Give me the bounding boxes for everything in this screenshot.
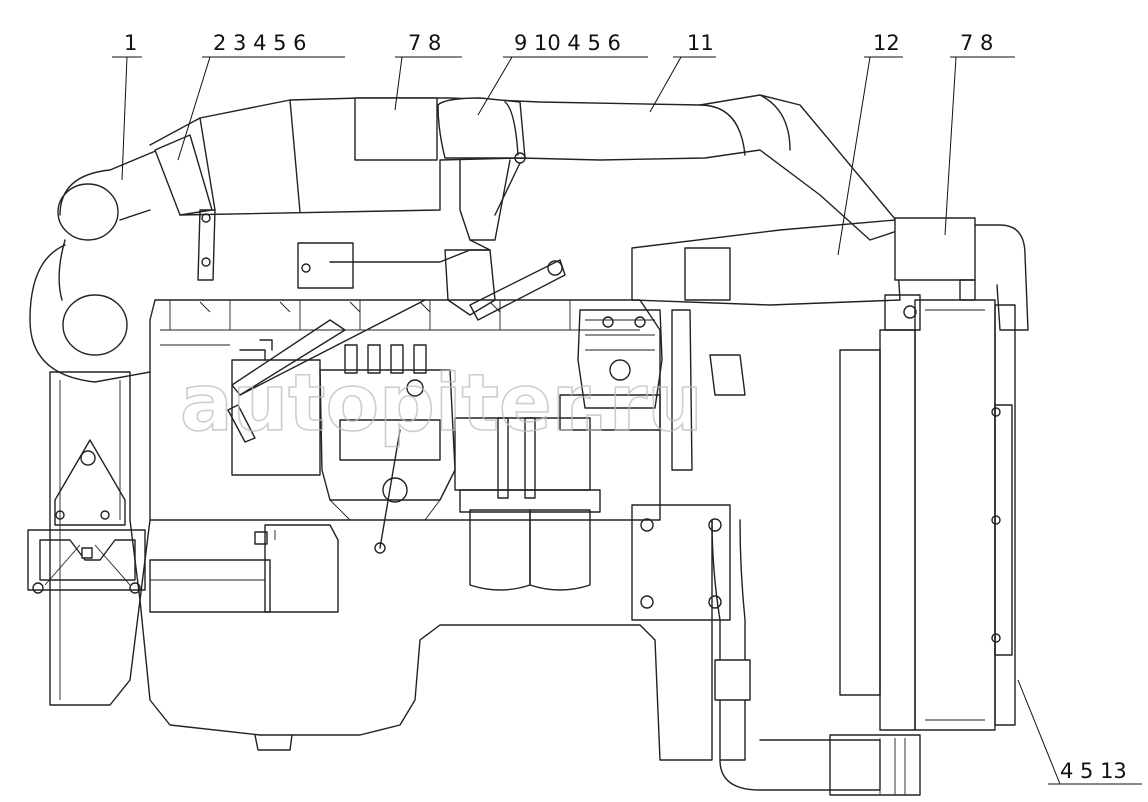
- injection-pump: [319, 344, 456, 554]
- callouts: 1 2 3 4 5 6 7 8 9 10 4 5 6 11 12 7 8 4 5…: [112, 31, 1142, 785]
- callout-11: 11: [687, 31, 714, 55]
- air-compressor: [559, 309, 663, 431]
- callout-7-8-right: 7 8: [960, 31, 993, 55]
- fuel-filters: [454, 417, 601, 591]
- radiator: [839, 279, 1016, 731]
- callout-1: 1: [124, 31, 137, 55]
- coolant-hose: [711, 519, 921, 796]
- watermark-text: autopiter.ru: [180, 359, 703, 449]
- callout-12: 12: [873, 31, 900, 55]
- air-intake-pipe: [149, 94, 901, 241]
- alternator-bracket: [631, 309, 746, 621]
- throttle-linkage: [239, 152, 566, 396]
- engine-mount: [27, 439, 146, 594]
- charge-air-pipe: [631, 217, 1029, 331]
- turbo-intake-loop: [29, 144, 171, 383]
- callout-7-8-top: 7 8: [408, 31, 441, 55]
- timing-housing: [49, 371, 141, 706]
- starter-motor: [149, 524, 339, 613]
- callout-4-5-13: 4 5 13: [1060, 759, 1127, 783]
- oil-filter-left: [227, 319, 346, 476]
- callout-2-3-4-5-6: 2 3 4 5 6: [213, 31, 307, 55]
- callout-9-10-4-5-6: 9 10 4 5 6: [514, 31, 621, 55]
- engine-block: [139, 299, 713, 761]
- pipe-bracket: [197, 209, 216, 281]
